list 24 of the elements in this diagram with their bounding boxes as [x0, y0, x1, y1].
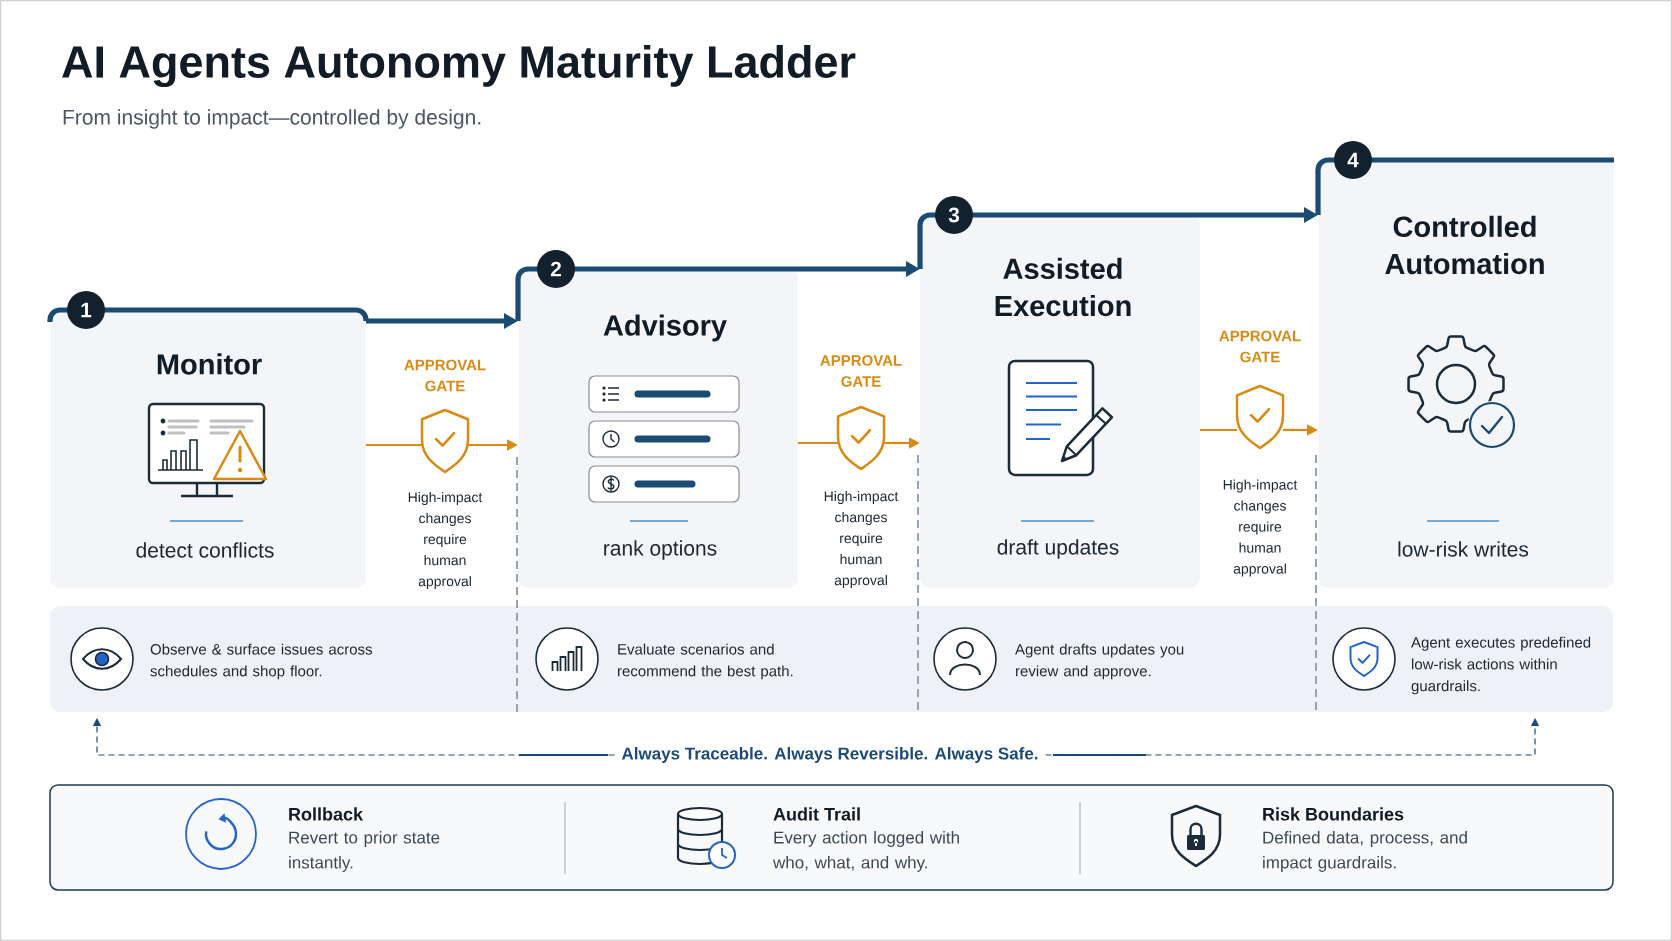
description-text: Observe & surface issues across schedules and shop floor. — [150, 643, 372, 680]
gate-label: APPROVAL GATE — [404, 359, 486, 392]
gate-note: High-impact changes require human approval — [1223, 479, 1298, 577]
gate-label: APPROVAL GATE — [1219, 330, 1301, 363]
card-title: Monitor — [157, 353, 262, 375]
card-caption: low-risk writes — [1398, 541, 1529, 557]
feature-title: Rollback — [289, 807, 364, 821]
description-text: Agent drafts updates you review and approve. — [1015, 643, 1184, 680]
feature-title: Risk Boundaries — [1263, 807, 1404, 821]
feature-text: Revert to prior state instantly. — [289, 831, 440, 872]
feature-text: Every action logged with who, what, and why. — [773, 831, 959, 872]
feature-title: Audit Trail — [773, 807, 860, 821]
subtitle: From insight to impact—controlled by design. — [63, 109, 481, 129]
title: AI Agents Autonomy Maturity Ladder — [62, 44, 856, 88]
gate-label: APPROVAL GATE — [820, 355, 902, 387]
card-title: Controlled Automation — [1385, 215, 1544, 275]
card-caption: detect conflicts — [136, 542, 274, 558]
card-caption: rank options — [604, 540, 717, 560]
feature-text: Defined data, process, and impact guardrails. — [1263, 831, 1467, 872]
description-text: Evaluate scenarios and recommend the best path. — [618, 643, 793, 680]
card-caption: draft updates — [997, 539, 1119, 559]
gate-note: High-impact changes require human approval — [408, 491, 483, 589]
gate-note: High-impact changes require human approval — [824, 490, 899, 588]
description-text: Agent executes predefined low-risk actions within guardrails. — [1411, 636, 1591, 695]
